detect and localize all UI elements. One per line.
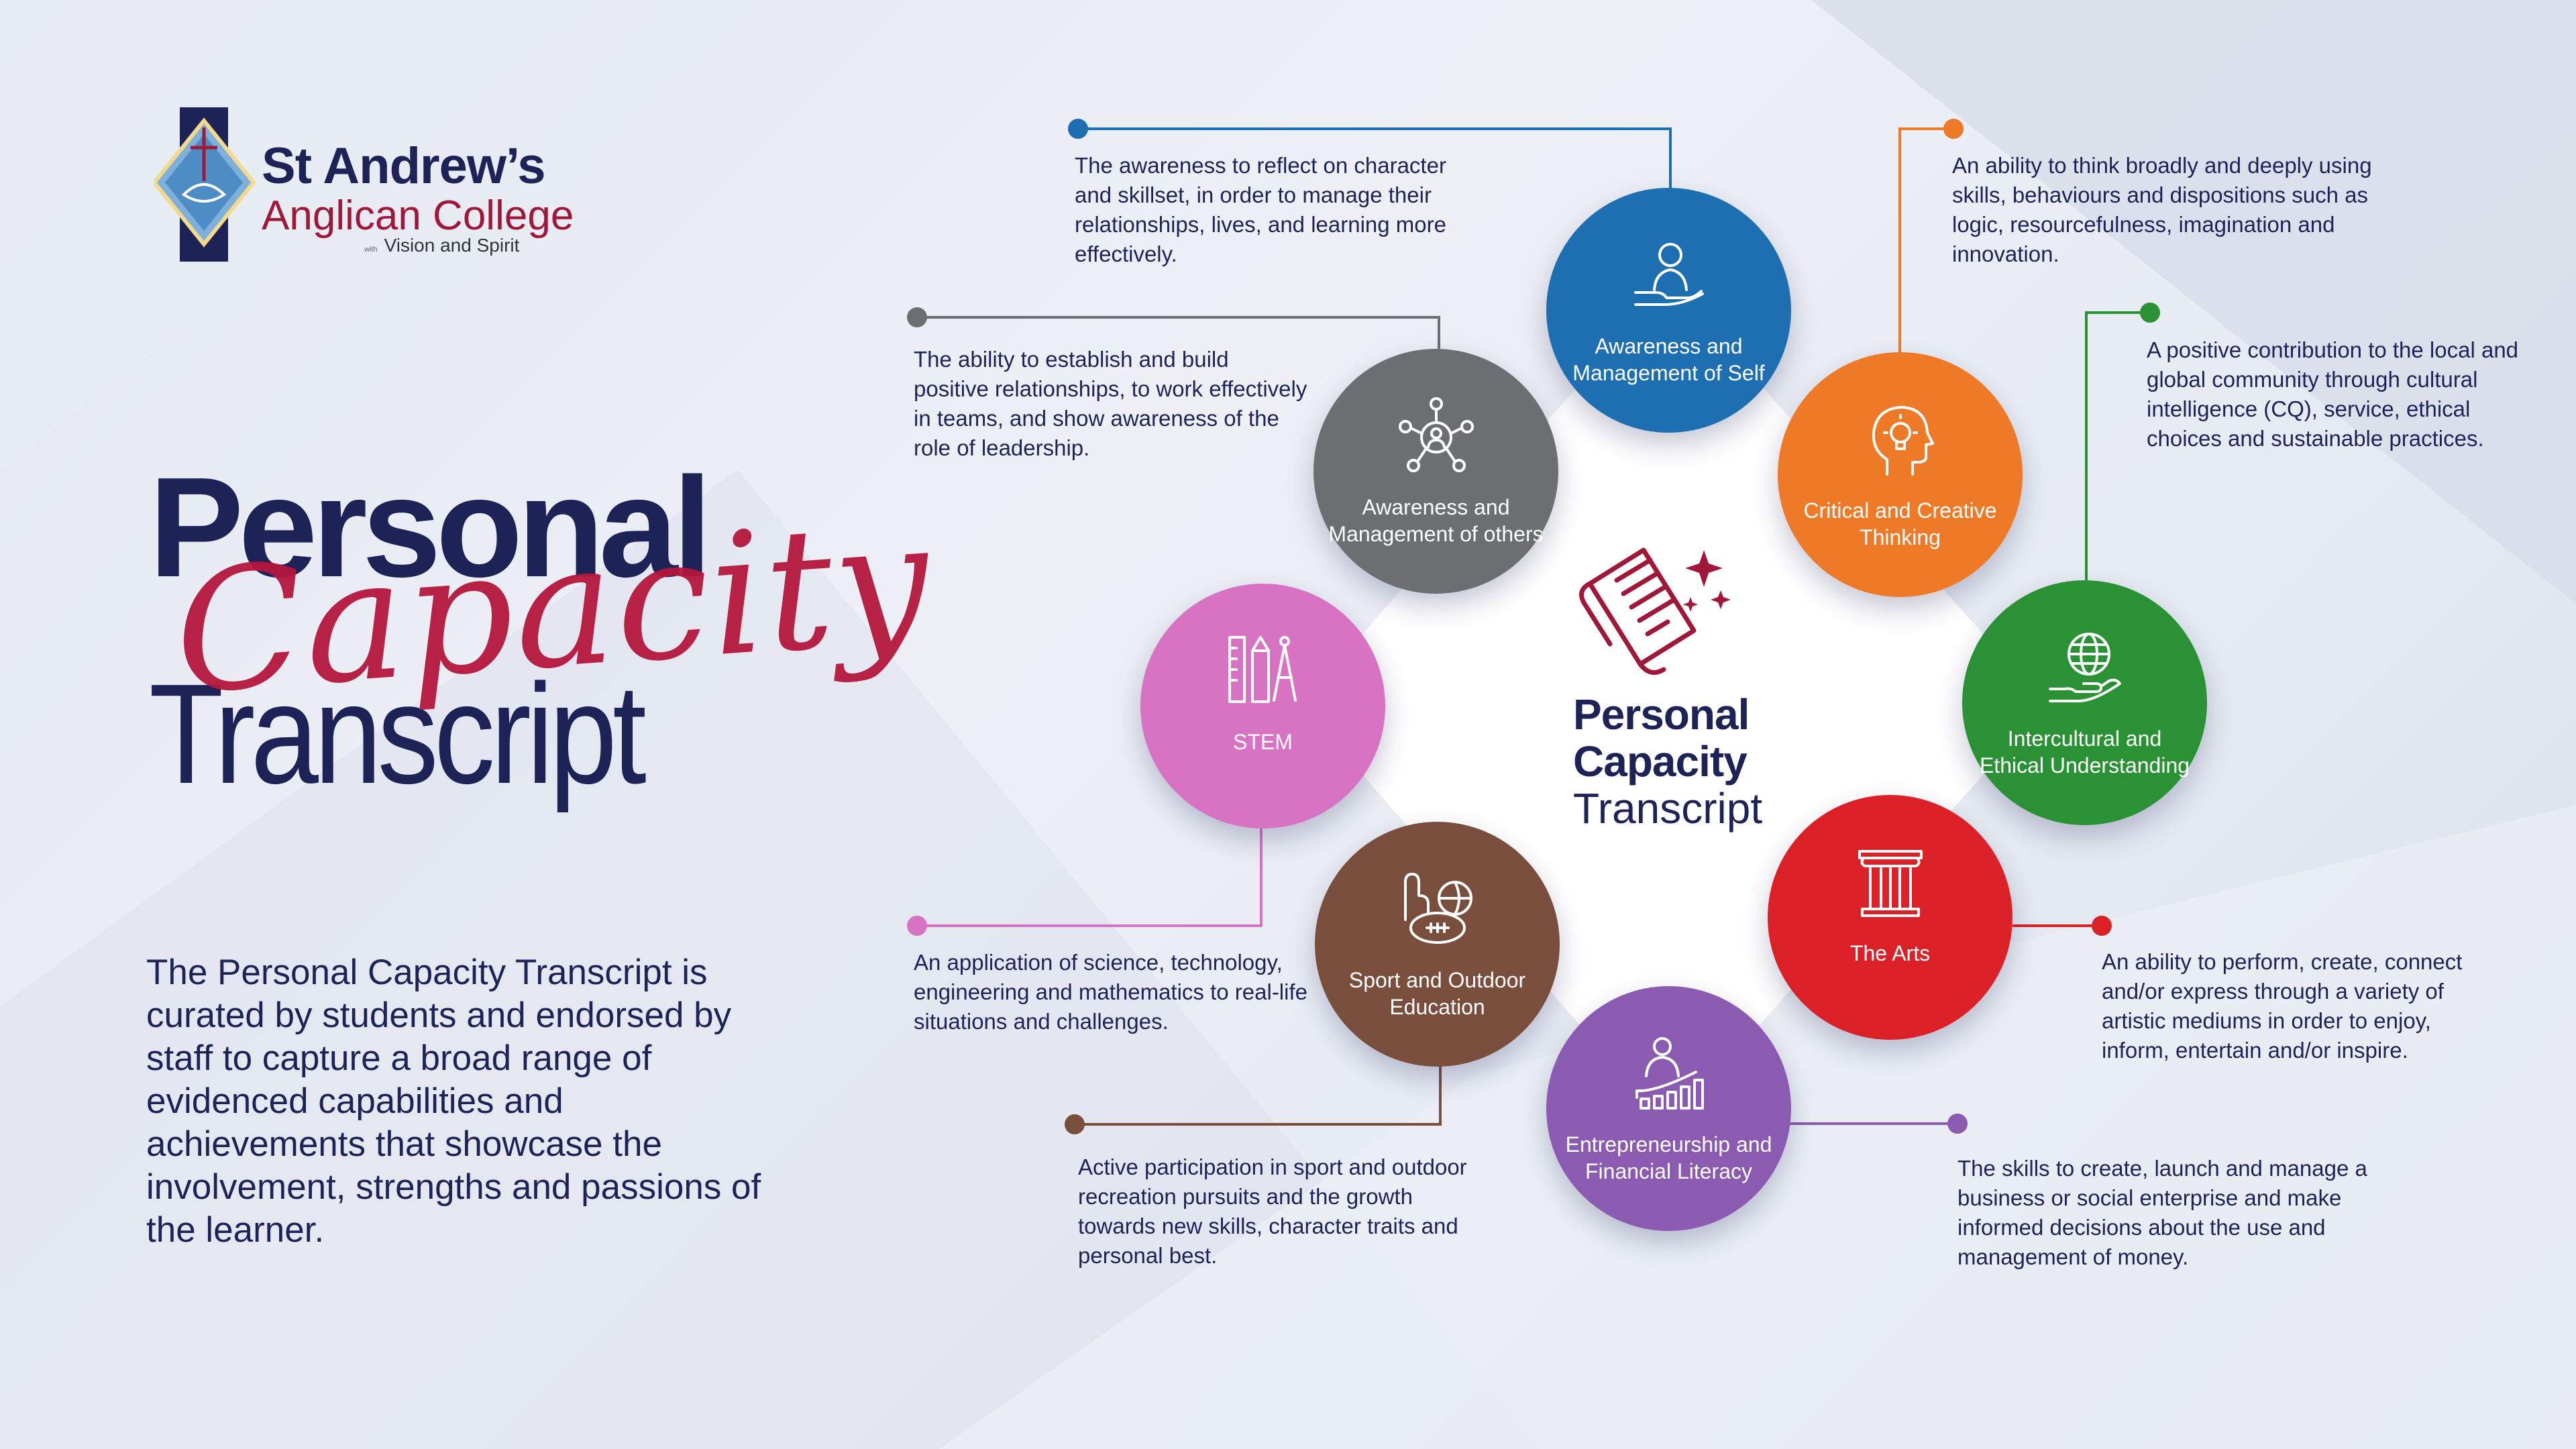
desc-entrepreneurship: The skills to create, launch and manage … bbox=[1957, 1156, 2367, 1269]
connector-self bbox=[1078, 127, 1672, 201]
desc-the-arts: An ability to perform, create, connect a… bbox=[2102, 949, 2463, 1063]
dot-critical bbox=[1943, 119, 1964, 139]
node-label: Intercultural and Ethical Understanding bbox=[1979, 727, 2190, 777]
school-subtitle: Anglican College bbox=[262, 193, 574, 239]
node-critical-thinking[interactable]: Critical and Creative Thinking bbox=[1778, 352, 2023, 597]
node-awareness-self[interactable]: Awareness and Management of Self bbox=[1546, 188, 1791, 433]
school-name: St Andrew’s bbox=[262, 138, 546, 195]
crest-icon bbox=[154, 107, 256, 262]
scroll-sparkle-icon bbox=[1579, 547, 1731, 675]
node-the-arts[interactable]: The Arts bbox=[1768, 795, 2012, 1040]
node-label: Sport and Outdoor Education bbox=[1348, 968, 1526, 1019]
node-label: Critical and Creative Thinking bbox=[1803, 498, 1997, 549]
desc-awareness-self: The awareness to reflect on character an… bbox=[1075, 153, 1446, 266]
column-icon bbox=[1858, 850, 1923, 917]
connector-intercultural bbox=[2085, 311, 2150, 584]
node-label: STEM bbox=[1233, 730, 1293, 754]
connector-critical bbox=[1898, 127, 1953, 376]
dot-stem bbox=[907, 916, 927, 936]
dot-self bbox=[1068, 119, 1088, 139]
node-label: The Arts bbox=[1849, 941, 1931, 965]
sports-balls-icon bbox=[1403, 873, 1472, 944]
node-label: Awareness and Management of others bbox=[1328, 495, 1544, 546]
dot-others bbox=[907, 307, 927, 327]
node-intercultural[interactable]: Intercultural and Ethical Understanding bbox=[1962, 580, 2207, 825]
node-stem[interactable]: STEM bbox=[1140, 584, 1385, 828]
center-line1: Personal bbox=[1573, 690, 1750, 739]
dot-arts bbox=[2092, 916, 2112, 936]
tagline-prefix: with bbox=[364, 246, 378, 254]
hand-person-icon bbox=[1633, 243, 1704, 306]
desc-awareness-others: The ability to establish and build posit… bbox=[914, 347, 1307, 460]
center-line3: Transcript bbox=[1573, 784, 1763, 833]
title-transcript: Transcript bbox=[149, 654, 647, 813]
desc-critical-thinking: An ability to think broadly and deeply u… bbox=[1952, 153, 2372, 266]
dot-intercultural bbox=[2140, 303, 2160, 323]
people-network-icon bbox=[1398, 397, 1474, 472]
connector-sport bbox=[1075, 1046, 1442, 1126]
node-label: Entrepreneurship and Financial Literacy bbox=[1565, 1132, 1772, 1183]
title-personal: Personal bbox=[149, 447, 712, 606]
center-line2: Capacity bbox=[1573, 737, 1748, 786]
desc-sport-outdoor: Active participation in sport and outdoo… bbox=[1078, 1155, 1467, 1268]
intro-paragraph: The Personal Capacity Transcript is cura… bbox=[146, 953, 761, 1250]
connector-stem bbox=[917, 825, 1263, 927]
person-growth-chart-icon bbox=[1635, 1037, 1704, 1110]
node-label: Awareness and Management of Self bbox=[1572, 334, 1765, 385]
school-tagline: with Vision and Spirit bbox=[364, 235, 519, 256]
head-lightbulb-icon bbox=[1872, 406, 1934, 476]
connector-others bbox=[917, 316, 1440, 349]
node-sport-outdoor[interactable]: Sport and Outdoor Education bbox=[1315, 822, 1560, 1067]
dot-entrepreneurship bbox=[1947, 1114, 1968, 1134]
tagline-text: Vision and Spirit bbox=[384, 235, 520, 256]
node-awareness-others[interactable]: Awareness and Management of others bbox=[1313, 349, 1558, 594]
globe-hand-icon bbox=[2048, 633, 2121, 702]
center-title: Personal Capacity Transcript bbox=[1573, 691, 1762, 832]
desc-intercultural: A positive contribution to the local and… bbox=[2147, 337, 2519, 451]
ruler-pencil-compass-icon bbox=[1228, 636, 1297, 703]
school-logo: St Andrew’s Anglican College with Vision … bbox=[127, 107, 610, 268]
desc-stem: An application of science, technology, e… bbox=[914, 950, 1307, 1034]
node-entrepreneurship[interactable]: Entrepreneurship and Financial Literacy bbox=[1546, 986, 1791, 1231]
dot-sport bbox=[1065, 1114, 1085, 1134]
